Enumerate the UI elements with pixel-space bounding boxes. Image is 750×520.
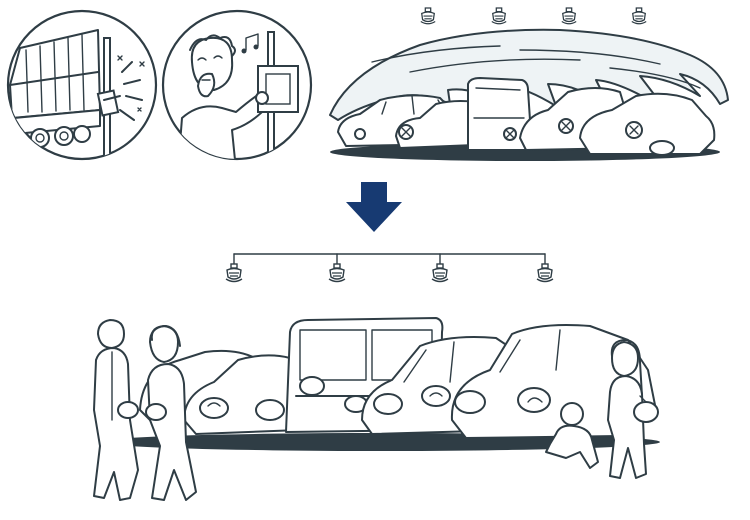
car-icon (579, 92, 716, 156)
sprinkler-head-icon (631, 7, 647, 25)
person-pulls-alarm-panel (161, 9, 313, 161)
person-icon (177, 34, 271, 159)
woman-with-bag-icon (607, 339, 659, 479)
truck-icon (9, 29, 101, 148)
sprinkler-head-icon (328, 263, 346, 283)
top-sprinkler-heads (420, 7, 647, 25)
walking-woman-icon (145, 325, 197, 501)
sprinkler-head-icon (561, 7, 577, 25)
water-spray-over-cars-icon (329, 28, 729, 121)
sprinkler-valve-icon (96, 37, 121, 159)
sprinkler-pipe-icon (225, 253, 554, 283)
music-note-icon (241, 33, 259, 54)
child-icon (545, 402, 599, 469)
fire-alarm-box-icon (255, 31, 299, 159)
sprinkler-head-icon (491, 7, 507, 25)
sprinkler-head-icon (431, 263, 449, 283)
truck-hits-valve-panel (6, 9, 158, 161)
down-arrow-icon (346, 182, 402, 232)
top-cars-group (330, 77, 720, 161)
sprinkler-head-icon (420, 7, 436, 25)
car-icon (183, 354, 301, 435)
impact-sparks-icon (117, 55, 145, 121)
sprinkler-head-icon (536, 263, 554, 283)
sprinkler-head-icon (225, 263, 243, 283)
walking-man-icon (93, 319, 139, 501)
car-icon (467, 77, 533, 151)
